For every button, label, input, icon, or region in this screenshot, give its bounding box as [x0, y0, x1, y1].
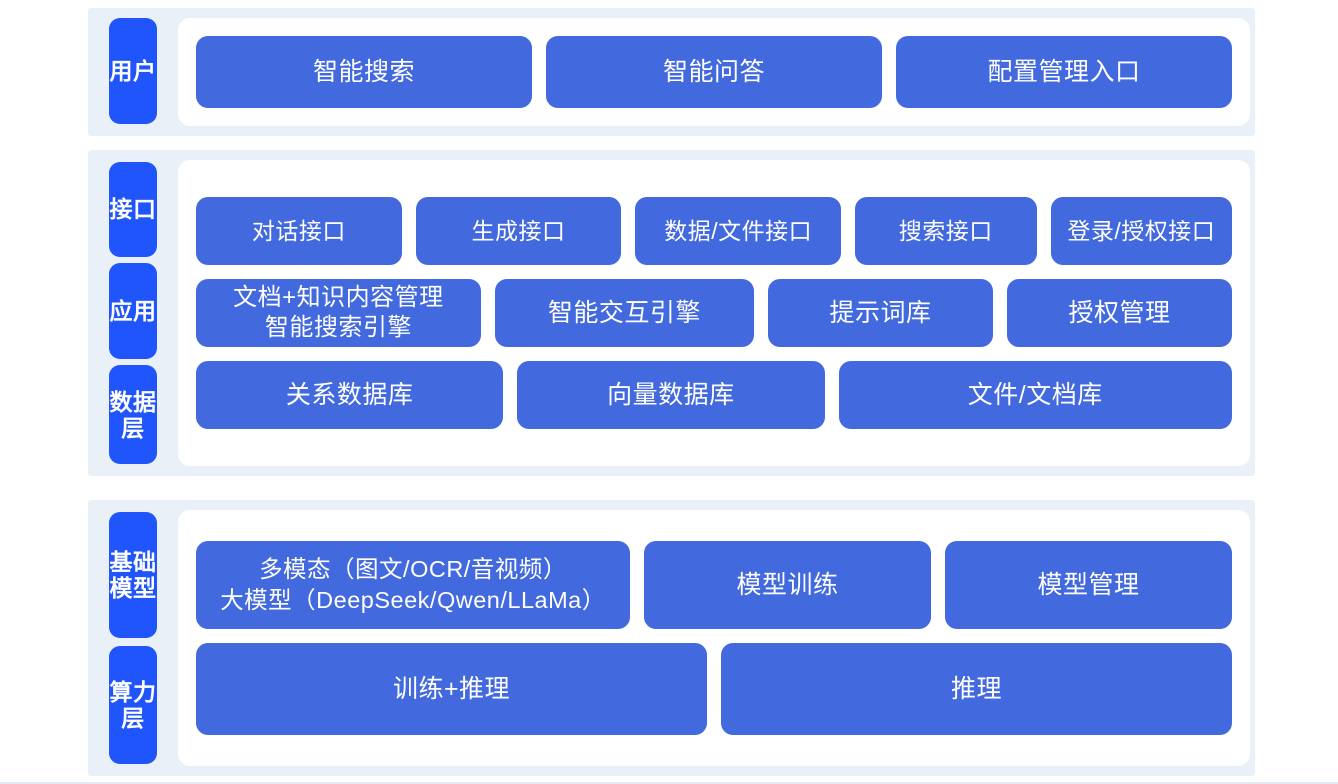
- panel-user-layer: 智能搜索 智能问答 配置管理入口: [178, 18, 1250, 126]
- row-interface: 对话接口 生成接口 数据/文件接口 搜索接口 登录/授权接口: [196, 197, 1232, 265]
- layer-label-compute: 算力层: [109, 646, 157, 764]
- bottom-divider: [0, 782, 1338, 784]
- card-file-document-store[interactable]: 文件/文档库: [838, 361, 1232, 429]
- card-authorization-management[interactable]: 授权管理: [1006, 279, 1232, 347]
- card-data-file-api[interactable]: 数据/文件接口: [635, 197, 842, 265]
- label-column-user: 用户: [88, 18, 164, 126]
- card-vector-database[interactable]: 向量数据库: [517, 361, 825, 429]
- section-infrastructure-layer: 基础模型 算力层 多模态（图文/OCR/音视频） 大模型（DeepSeek/Qw…: [88, 500, 1255, 776]
- card-relational-database[interactable]: 关系数据库: [196, 361, 504, 429]
- label-column-infrastructure: 基础模型 算力层: [88, 510, 164, 766]
- card-training-inference[interactable]: 训练+推理: [196, 643, 707, 735]
- row-foundation-model: 多模态（图文/OCR/音视频） 大模型（DeepSeek/Qwen/LLaMa）…: [196, 541, 1233, 629]
- card-intelligent-qa[interactable]: 智能问答: [546, 36, 882, 108]
- card-dialog-api[interactable]: 对话接口: [196, 197, 402, 265]
- card-prompt-library[interactable]: 提示词库: [767, 279, 993, 347]
- row-user-entries: 智能搜索 智能问答 配置管理入口: [196, 36, 1232, 108]
- layer-label-foundation-model: 基础模型: [109, 512, 157, 638]
- card-doc-knowledge-management[interactable]: 文档+知识内容管理 智能搜索引擎: [196, 279, 481, 347]
- card-login-auth-api[interactable]: 登录/授权接口: [1050, 197, 1232, 265]
- card-search-api[interactable]: 搜索接口: [855, 197, 1037, 265]
- card-interaction-engine[interactable]: 智能交互引擎: [494, 279, 754, 347]
- row-application: 文档+知识内容管理 智能搜索引擎 智能交互引擎 提示词库 授权管理: [196, 279, 1232, 347]
- layer-label-application: 应用: [109, 262, 157, 360]
- panel-platform-layer: 对话接口 生成接口 数据/文件接口 搜索接口 登录/授权接口 文档+知识内容管理…: [178, 160, 1250, 466]
- card-model-management[interactable]: 模型管理: [944, 541, 1233, 629]
- card-multimodal-large-model[interactable]: 多模态（图文/OCR/音视频） 大模型（DeepSeek/Qwen/LLaMa）: [196, 541, 630, 629]
- row-data: 关系数据库 向量数据库 文件/文档库: [196, 361, 1232, 429]
- section-user-layer: 用户 智能搜索 智能问答 配置管理入口: [88, 8, 1255, 136]
- card-inference[interactable]: 推理: [721, 643, 1232, 735]
- layer-label-data: 数据层: [109, 365, 157, 464]
- card-config-management-entry[interactable]: 配置管理入口: [896, 36, 1232, 108]
- section-platform-layer: 接口 应用 数据层 对话接口 生成接口 数据/文件接口 搜索接口 登录/授权接口…: [88, 150, 1255, 476]
- card-generation-api[interactable]: 生成接口: [415, 197, 622, 265]
- row-compute: 训练+推理 推理: [196, 643, 1232, 735]
- label-column-platform: 接口 应用 数据层: [88, 160, 164, 466]
- layer-label-interface: 接口: [109, 162, 157, 257]
- card-intelligent-search[interactable]: 智能搜索: [196, 36, 532, 108]
- panel-infrastructure-layer: 多模态（图文/OCR/音视频） 大模型（DeepSeek/Qwen/LLaMa）…: [178, 510, 1250, 766]
- layer-label-user: 用户: [109, 18, 157, 124]
- card-model-training[interactable]: 模型训练: [643, 541, 931, 629]
